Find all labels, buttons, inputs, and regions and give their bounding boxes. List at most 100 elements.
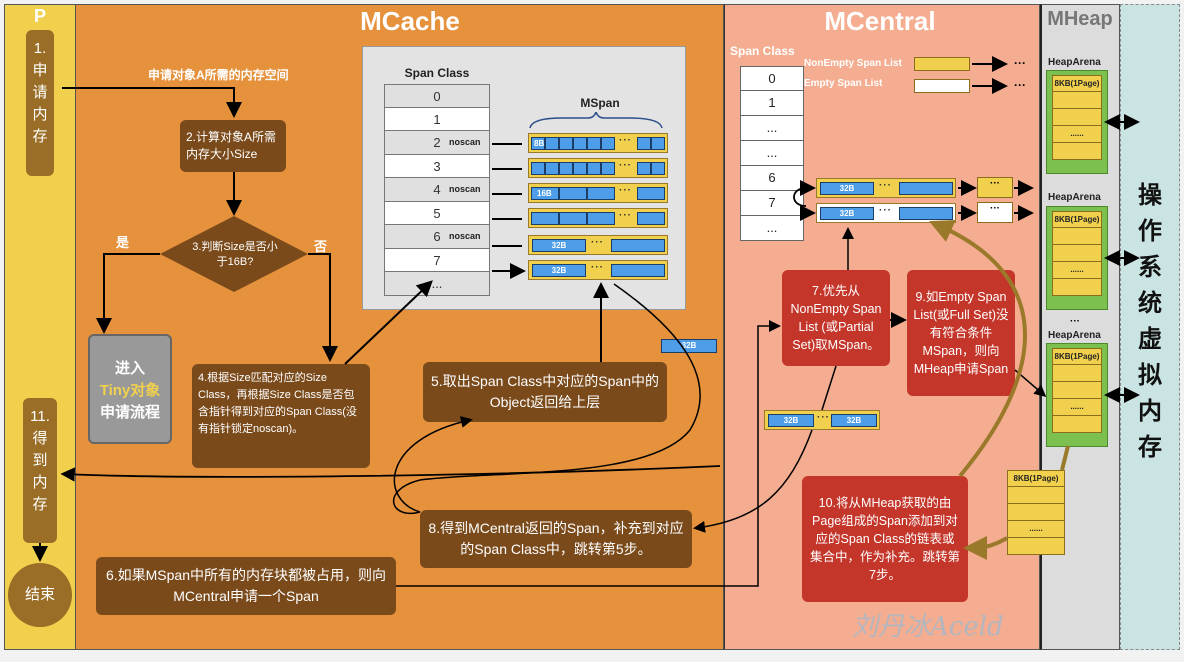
page: ......: [1052, 399, 1102, 416]
memory-block: [531, 162, 545, 175]
step1-text: 存: [32, 128, 48, 145]
mcentral-class-row: ...: [740, 216, 804, 241]
ellipsis: ···: [591, 262, 604, 273]
step1-text: 请: [32, 84, 48, 101]
memory-block: [573, 162, 587, 175]
step11-got-memory: 11. 得 到 内 存: [23, 398, 57, 543]
os-label-char: 拟: [1138, 362, 1162, 389]
memory-block: [559, 212, 587, 225]
memory-block: [899, 207, 953, 220]
step1-text: 1.: [33, 40, 47, 57]
memory-block: [587, 187, 615, 200]
memory-block: [611, 264, 665, 277]
os-virtual-memory-region: [1120, 4, 1180, 650]
memory-block: [637, 187, 665, 200]
nonempty-span: 32B ···: [816, 178, 956, 198]
step3-diamond: [160, 216, 308, 292]
no-label: 否: [314, 239, 328, 254]
page: [1052, 245, 1102, 262]
step11-text: 到: [32, 452, 48, 469]
os-label-char: 存: [1138, 434, 1162, 461]
span-class-row: 4 noscan: [384, 178, 490, 202]
page: 8KB(1Page): [1052, 211, 1102, 228]
span-class-id: 4: [433, 182, 441, 197]
empty-next: ···: [977, 202, 1013, 223]
memory-block: [899, 182, 953, 195]
page: [1052, 92, 1102, 109]
os-label-char: 操: [1138, 182, 1162, 209]
memory-block: 32B: [820, 182, 874, 195]
page: 8KB(1Page): [1007, 470, 1065, 487]
mspan-row-16b: 16B ···: [528, 183, 668, 203]
span-class-title: Span Class: [404, 66, 470, 80]
page: 8KB(1Page): [1052, 75, 1102, 92]
step9-box: 9.如Empty Span List(或Full Set)没有符合条件MSpan…: [907, 270, 1015, 396]
heap-arena-label: HeapArena: [1048, 57, 1101, 68]
memory-block: 32B: [831, 414, 877, 427]
nonempty-next: ···: [977, 177, 1013, 198]
heap-arena: 8KB(1Page) ......: [1046, 343, 1108, 447]
mcache-title: MCache: [360, 6, 460, 36]
empty-span: 32B ···: [816, 203, 956, 223]
mspan-brace: [529, 112, 663, 129]
request-label: 申请对象A所需的内存空间: [148, 68, 289, 82]
memory-block: [611, 239, 665, 252]
nonempty-legend-label: NonEmpty Span List: [804, 58, 902, 69]
step1-request-memory: 1. 申 请 内 存: [26, 30, 54, 176]
arena-ellipsis: ···: [1070, 316, 1080, 327]
ellipsis: ···: [817, 412, 830, 423]
ellipsis: ···: [619, 135, 632, 146]
noscan-tag: noscan: [449, 184, 481, 194]
fetched-pages: 8KB(1Page) ......: [1007, 470, 1065, 555]
mspan-row-16b: ···: [528, 208, 668, 228]
span-class-row: 1: [384, 107, 490, 131]
memory-block: [651, 137, 665, 150]
end-node: 结束: [8, 563, 72, 627]
os-label-char: 作: [1138, 218, 1162, 245]
memory-block: [559, 187, 587, 200]
span-class-id: 6: [433, 229, 441, 244]
span-class-id: ...: [431, 276, 443, 291]
mspan-title: MSpan: [580, 96, 620, 110]
os-label-char: 统: [1138, 290, 1162, 317]
memory-block: 16B: [531, 187, 559, 200]
mcentral-title: MCentral: [824, 6, 936, 36]
ellipsis: ···: [879, 180, 892, 191]
page: [1007, 487, 1065, 504]
span-class-id: 7: [433, 252, 441, 268]
page: [1007, 538, 1065, 555]
memory-block: [637, 137, 651, 150]
mspan-row-32b: 32B ···: [528, 235, 668, 255]
memory-block: [545, 162, 559, 175]
span-class-row: ...: [384, 272, 490, 296]
tiny-line1: 进入: [114, 360, 145, 377]
float-span-pair: 32B ··· 32B: [764, 410, 880, 430]
step11-text: 得: [32, 430, 48, 447]
heap-arena-label: HeapArena: [1048, 192, 1101, 203]
empty-legend-label: Empty Span List: [804, 78, 883, 89]
step11-text: 存: [32, 496, 48, 513]
step8-box: 8.得到MCentral返回的Span，补充到对应的Span Class中，跳转…: [420, 510, 692, 568]
nonempty-legend-swatch: [914, 57, 970, 71]
mcentral-class-row: 1: [740, 91, 804, 116]
step1-text: 内: [32, 106, 48, 123]
page: ......: [1052, 262, 1102, 279]
page: 8KB(1Page): [1052, 348, 1102, 365]
memory-block: [651, 162, 665, 175]
os-virtual-memory-label: 操作系统虚拟内存: [1130, 178, 1170, 466]
page: [1052, 279, 1102, 296]
mspan-row-8b: ···: [528, 158, 668, 178]
mcentral-class-row: ...: [740, 116, 804, 141]
mcentral-class-row: 6: [740, 166, 804, 191]
noscan-tag: noscan: [449, 231, 481, 241]
mspan-row-8b: 8B ···: [528, 133, 668, 153]
page: ......: [1052, 126, 1102, 143]
legend-ellipsis: ···: [1014, 56, 1026, 70]
memory-block: [573, 137, 587, 150]
ellipsis: ···: [879, 205, 892, 216]
os-label-char: 内: [1138, 398, 1162, 425]
memory-block: [545, 137, 559, 150]
empty-legend-swatch: [914, 79, 970, 93]
